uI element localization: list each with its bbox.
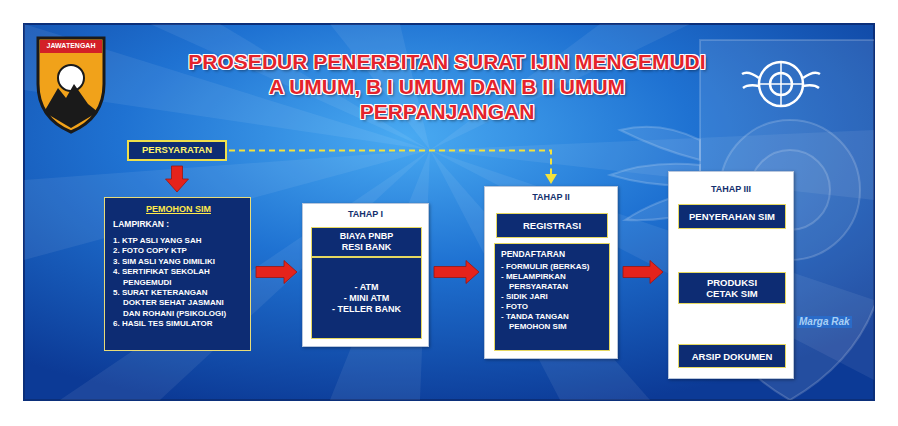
node-text: BIAYA PNBP RESI BANK — [340, 231, 394, 253]
node-text: - MINI ATM — [344, 293, 390, 304]
node-text: PENDAFTARAN — [501, 249, 604, 259]
watermark-text: Marga Rak — [797, 316, 852, 328]
node-text: 2. FOTO COPY KTP — [113, 246, 244, 256]
node-text: PENYERAHAN SIM — [689, 211, 775, 222]
stage-panel: TAHAP I BIAYA PNBP RESI BANK - ATM- MINI A… — [302, 203, 429, 347]
process-box: ARSIP DOKUMEN — [678, 344, 786, 368]
dashed-connector — [229, 151, 557, 185]
emblem-wing — [620, 127, 700, 160]
badge-shield — [38, 38, 104, 132]
text-line: PERPANJANGAN — [107, 99, 787, 124]
node-text: 1. KTP ASLI YANG SAH — [113, 236, 244, 246]
badge-text: JAWATENGAH — [40, 40, 102, 53]
node-text: PERSYARATAN — [132, 142, 222, 158]
flow-arrow — [623, 261, 663, 284]
registration-list-box: PENDAFTARAN - FORMULIR (BERKAS)- MELAMPIR… — [494, 243, 610, 351]
text-line: PERSYARATAN — [501, 282, 604, 292]
node-text: 5. SURAT KETERANGAN DOKTER SEHAT JASMANI… — [113, 288, 244, 319]
node-text: ARSIP DOKUMEN — [692, 351, 773, 362]
process-box: PENYERAHAN SIM — [678, 204, 786, 229]
police-badge — [38, 38, 104, 132]
text-line: BIAYA PNBP — [340, 231, 394, 242]
node-text: - MELAMPIRKAN PERSYARATAN — [501, 272, 604, 292]
text-line: PROSEDUR PENERBITAN SURAT IJIN MENGEMUDI — [107, 49, 787, 74]
flow-arrow — [434, 261, 479, 284]
badge-sun — [58, 65, 84, 91]
node-text: PEMOHON SIM — [113, 204, 244, 215]
stage-panel: TAHAP III PENYERAHAN SIM PRODUKSI CETAK SI… — [668, 171, 794, 379]
text-line: CETAK SIM — [706, 288, 758, 299]
applicant-box: PEMOHON SIM LAMPIRKAN : 1. KTP ASLI YANG S… — [104, 197, 251, 351]
node-text: 4. SERTIFIKAT SEKOLAH PENGEMUDI — [113, 267, 244, 288]
fee-box: BIAYA PNBP RESI BANK — [311, 227, 422, 257]
badge-mountain — [44, 84, 98, 128]
text-line: A UMUM, B I UMUM DAN B II UMUM — [107, 74, 787, 99]
text-line: 5. SURAT KETERANGAN — [113, 288, 244, 298]
text-line: PEMOHON SIM — [501, 322, 604, 332]
node-text: - FOTO — [501, 302, 604, 312]
node-text: - TELLER BANK — [332, 304, 401, 315]
flow-arrow — [256, 261, 297, 284]
node-text: 6. HASIL TES SIMULATOR — [113, 319, 244, 329]
text-line: PENGEMUDI — [113, 278, 244, 288]
background-emblem — [610, 40, 874, 400]
node-text: TAHAP III — [669, 184, 793, 195]
text-line: DOKTER SEHAT JASMANI — [113, 298, 244, 308]
text-line: - TANDA TANGAN — [501, 312, 604, 322]
node-text: REGISTRASI — [523, 220, 581, 231]
text-line: PRODUKSI — [706, 277, 758, 288]
text-line: DAN ROHANI (PSIKOLOGI) — [113, 309, 244, 319]
emblem-spokes — [759, 62, 803, 106]
node-text: LAMPIRKAN : — [113, 219, 244, 230]
node-text: PRODUKSI CETAK SIM — [706, 277, 758, 299]
node-text: TAHAP II — [485, 192, 617, 203]
node-text: 3. SIM ASLI YANG DIMILIKI — [113, 257, 244, 267]
dashed-line — [229, 151, 551, 175]
ray — [430, 150, 650, 400]
node-text: - TANDA TANGAN PEMOHON SIM — [501, 312, 604, 332]
ray — [60, 150, 430, 400]
flow-arrow — [166, 166, 189, 192]
text-line: RESI BANK — [340, 242, 394, 253]
node-text: - ATM — [355, 282, 379, 293]
node-text: TAHAP I — [303, 209, 428, 220]
text-line: - MELAMPIRKAN — [501, 272, 604, 282]
traffic-police-emblem — [742, 62, 820, 106]
registration-box: REGISTRASI — [496, 213, 608, 238]
text-line: 4. SERTIFIKAT SEKOLAH — [113, 267, 244, 277]
requirement-box: PERSYARATAN — [127, 140, 227, 161]
badge-band — [40, 40, 102, 53]
arrow-head — [545, 174, 557, 184]
node-text: - SIDIK JARI — [501, 292, 604, 302]
emblem-ring — [759, 62, 803, 106]
stage-panel: TAHAP II REGISTRASI PENDAFTARAN - FORMULIR … — [484, 186, 618, 359]
title: PROSEDUR PENERBITAN SURAT IJIN MENGEMUDI… — [107, 49, 787, 124]
payment-box: - ATM- MINI ATM- TELLER BANK — [311, 257, 422, 339]
process-box: PRODUKSI CETAK SIM — [678, 272, 786, 304]
node-text: - FORMULIR (BERKAS) — [501, 262, 604, 272]
